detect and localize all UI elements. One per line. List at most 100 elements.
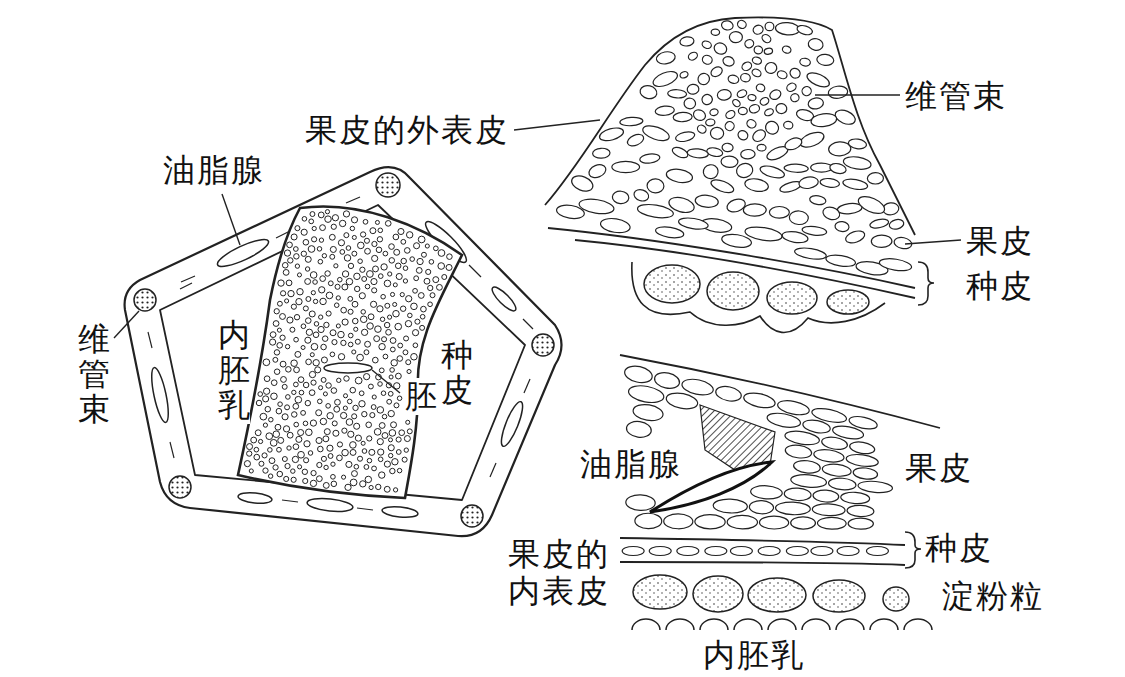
pericarp-cell	[556, 203, 586, 220]
pericarp-cell	[651, 68, 679, 89]
pericarp-cell	[828, 477, 856, 491]
endosperm-grain	[389, 430, 396, 437]
endosperm-grain	[303, 478, 308, 483]
pericarp-cell	[701, 40, 712, 50]
endosperm-grain	[321, 377, 326, 382]
wall-mark	[469, 265, 481, 277]
endosperm-grain	[391, 422, 397, 428]
pericarp-cell	[729, 31, 742, 42]
endosperm-grain	[381, 294, 386, 299]
endosperm-grain	[348, 342, 353, 347]
endosperm-grain	[372, 241, 377, 246]
endosperm-grain	[310, 212, 315, 217]
endosperm-grain	[293, 247, 298, 252]
endosperm-grain	[273, 465, 278, 470]
pericarp-cell	[765, 22, 774, 30]
endosperm-grain	[371, 278, 377, 284]
pericarp-cell	[679, 71, 689, 79]
endosperm-grain	[310, 480, 316, 486]
pericarp-cell	[705, 119, 715, 127]
endosperm-grain	[387, 399, 392, 404]
endosperm-grain	[292, 456, 298, 462]
endosperm-grain	[414, 276, 419, 281]
endosperm-grain	[304, 458, 309, 463]
endosperm-grain	[274, 369, 280, 375]
part-label: 内胚乳	[218, 318, 250, 424]
endosperm-grain	[364, 350, 369, 355]
endosperm-grain	[303, 239, 309, 245]
endosperm-grain	[377, 439, 383, 445]
endosperm-grain	[393, 302, 397, 306]
pericarp-cell	[633, 188, 651, 203]
endosperm-grain	[344, 233, 349, 238]
endosperm-grain	[331, 481, 337, 487]
pericarp-cell	[665, 391, 699, 411]
pericarp-cell	[623, 364, 654, 385]
pericarp-cell	[807, 37, 824, 51]
endosperm-grain	[335, 284, 340, 289]
endosperm-grain	[337, 455, 343, 461]
endosperm-grain	[274, 309, 279, 314]
endosperm-grain	[263, 359, 270, 366]
pericarp-cell	[759, 164, 786, 181]
vascular-bundle	[532, 334, 554, 356]
gland-hatch	[700, 405, 775, 470]
pericarp-cell	[587, 162, 608, 180]
oil-gland	[215, 235, 272, 271]
seed-coat-cell	[705, 547, 727, 556]
endosperm-grain	[389, 258, 395, 264]
pericarp-cell	[800, 85, 813, 98]
endosperm-grain	[305, 318, 311, 324]
endosperm-grain	[359, 293, 365, 299]
pericarp-cell	[625, 420, 652, 439]
endosperm-grain	[294, 254, 299, 259]
pericarp-cell	[849, 440, 876, 455]
endosperm-grain	[334, 406, 340, 412]
endosperm-grain	[342, 284, 348, 290]
pericarp-cell	[744, 177, 769, 193]
endosperm-grain	[254, 447, 259, 452]
endosperm-grain	[284, 250, 290, 256]
part-label: 种皮	[966, 268, 1034, 305]
pericarp-cell	[711, 29, 720, 36]
endosperm-grain	[295, 264, 299, 268]
endosperm-grain	[350, 449, 356, 455]
pericarp-cell	[747, 94, 756, 101]
endosperm-grain	[331, 474, 336, 479]
endosperm-grain	[301, 229, 307, 235]
endosperm-grain	[379, 472, 385, 478]
pericarp-cell	[769, 206, 789, 218]
endosperm-grain	[368, 384, 373, 389]
endosperm-grain	[396, 437, 401, 442]
endosperm-grain	[298, 429, 304, 435]
pericarp-cell	[744, 38, 755, 49]
wall-mark	[148, 332, 152, 348]
pericarp-cell	[812, 503, 845, 516]
endosperm-grain	[285, 299, 289, 303]
seed-coat-line	[620, 562, 905, 565]
endosperm-grain	[316, 476, 322, 482]
endosperm-band	[238, 206, 462, 498]
endosperm-grain	[291, 360, 298, 367]
endosperm-grain	[398, 343, 403, 348]
endosperm-grain	[313, 360, 319, 366]
endosperm-cell	[633, 575, 687, 609]
endosperm-grain	[364, 374, 370, 380]
endosperm-grain	[306, 329, 312, 335]
pericarp-cell	[731, 98, 741, 108]
pericarp-cell	[687, 148, 709, 159]
pericarp-cell	[569, 173, 595, 194]
endosperm-grain	[280, 335, 285, 340]
endosperm-grain	[364, 465, 369, 470]
endosperm-grain	[288, 258, 293, 263]
endosperm-grain	[403, 266, 408, 271]
wall-mark	[490, 463, 496, 477]
endosperm-grain	[400, 293, 404, 297]
endosperm-grain	[310, 272, 317, 279]
endosperm-grain	[341, 340, 346, 345]
oil-gland	[148, 366, 171, 423]
endosperm-grain	[318, 212, 324, 218]
endosperm-grain	[294, 367, 300, 373]
endosperm-grain	[337, 442, 342, 447]
pericarp-cell	[840, 491, 870, 504]
